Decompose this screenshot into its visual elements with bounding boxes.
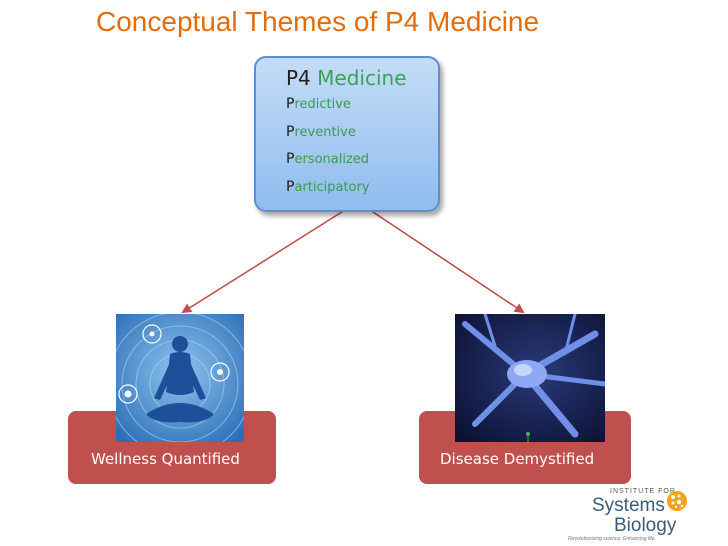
neuron-image — [455, 314, 605, 442]
arrow-right — [369, 209, 525, 314]
list-item-participatory: Participatory — [286, 178, 370, 195]
isb-logo: INSTITUTE FOR Systems Biology Revolution… — [568, 484, 692, 544]
logo-biology-text: Biology — [614, 515, 677, 536]
logo-systems-text: Systems — [592, 495, 665, 516]
p4-medicine-box — [254, 56, 440, 212]
arrow-left — [181, 209, 346, 314]
slide-title: Conceptual Themes of P4 Medicine — [96, 6, 540, 37]
p4-list: Predictive Preventive Personalized Parti… — [286, 96, 370, 206]
medicine-label: Medicine — [317, 66, 407, 90]
list-item-predictive: Predictive — [286, 96, 351, 112]
logo-tagline: Revolutionizing science. Enhancing life. — [568, 536, 656, 542]
p4-label: P4 — [286, 66, 311, 90]
logo-institute-text: INSTITUTE FOR — [610, 488, 676, 495]
disease-demystified-label: Disease Demystified — [440, 450, 595, 468]
logo-dots-icon — [667, 491, 687, 511]
wellness-quantified-label: Wellness Quantified — [91, 450, 240, 468]
meditating-figure-image — [116, 314, 244, 442]
list-item-preventive: Preventive — [286, 123, 356, 140]
p4-medicine-heading: P4 Medicine — [286, 66, 407, 90]
list-item-personalized: Personalized — [286, 151, 370, 167]
